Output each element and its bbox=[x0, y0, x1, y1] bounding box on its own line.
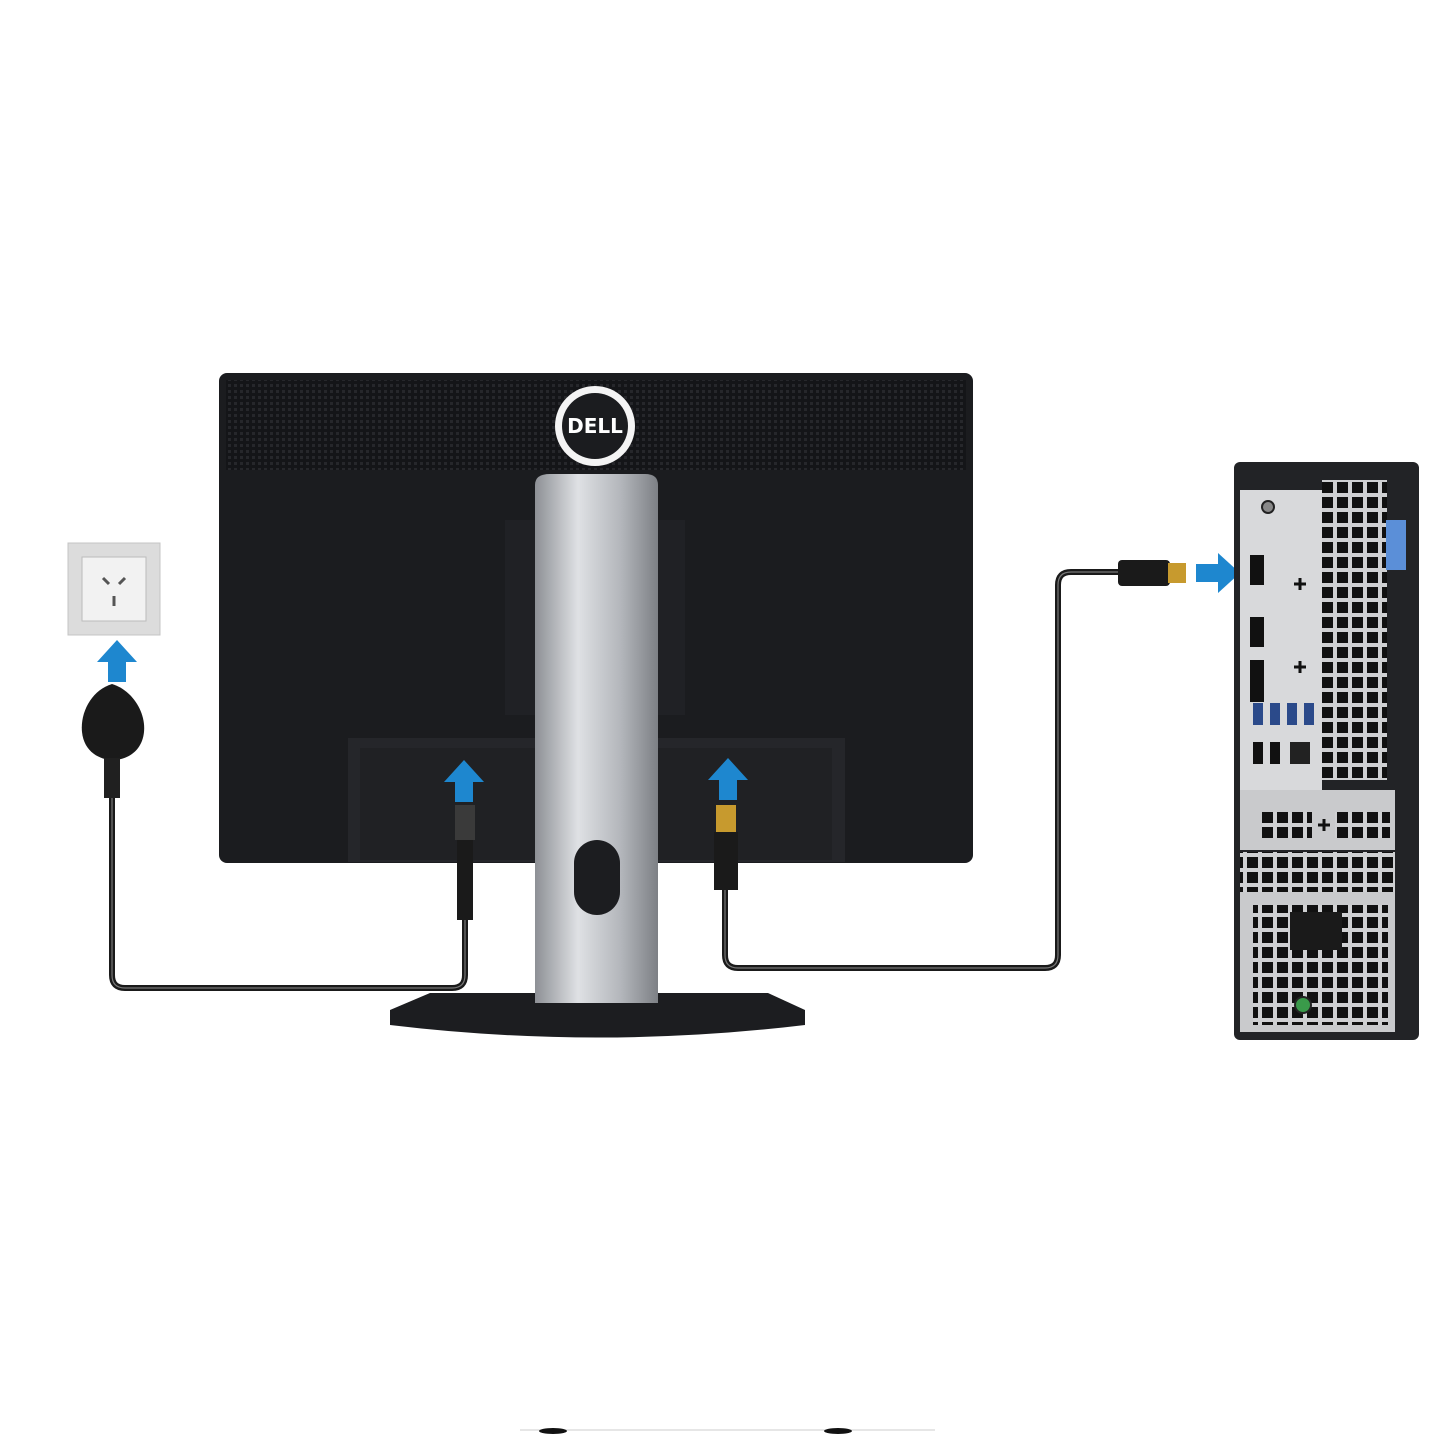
usb-port bbox=[1304, 703, 1314, 725]
ethernet-port bbox=[1290, 742, 1310, 764]
pc-tower-rear bbox=[1234, 462, 1419, 1040]
video-port bbox=[1250, 660, 1264, 702]
release-latch bbox=[1386, 520, 1406, 570]
power-plug bbox=[81, 684, 145, 798]
monitor-stand bbox=[390, 474, 805, 1038]
usb-port bbox=[1270, 742, 1280, 764]
usb-port bbox=[1287, 703, 1297, 725]
pc-display-connector bbox=[1118, 560, 1186, 586]
bottom-shadow bbox=[520, 1428, 935, 1434]
usb-port bbox=[1253, 742, 1263, 764]
monitor-power-connector bbox=[455, 805, 475, 920]
logo-text: DELL bbox=[567, 414, 623, 438]
power-inlet bbox=[1290, 912, 1342, 950]
usb-port bbox=[1253, 703, 1263, 725]
arrow-up-icon bbox=[97, 640, 137, 682]
audio-jack bbox=[1261, 500, 1275, 514]
screw-marks bbox=[1294, 578, 1306, 673]
displayport bbox=[1250, 617, 1264, 647]
wall-outlet bbox=[67, 542, 161, 636]
arrow-right-icon bbox=[1196, 553, 1240, 593]
display-cable-highlight bbox=[724, 571, 1120, 969]
power-led bbox=[1294, 996, 1312, 1014]
monitor-display-connector bbox=[714, 805, 738, 890]
displayport bbox=[1250, 555, 1264, 585]
dell-logo: DELL bbox=[555, 386, 635, 466]
usb-port bbox=[1270, 703, 1280, 725]
power-cable-highlight bbox=[111, 798, 466, 989]
